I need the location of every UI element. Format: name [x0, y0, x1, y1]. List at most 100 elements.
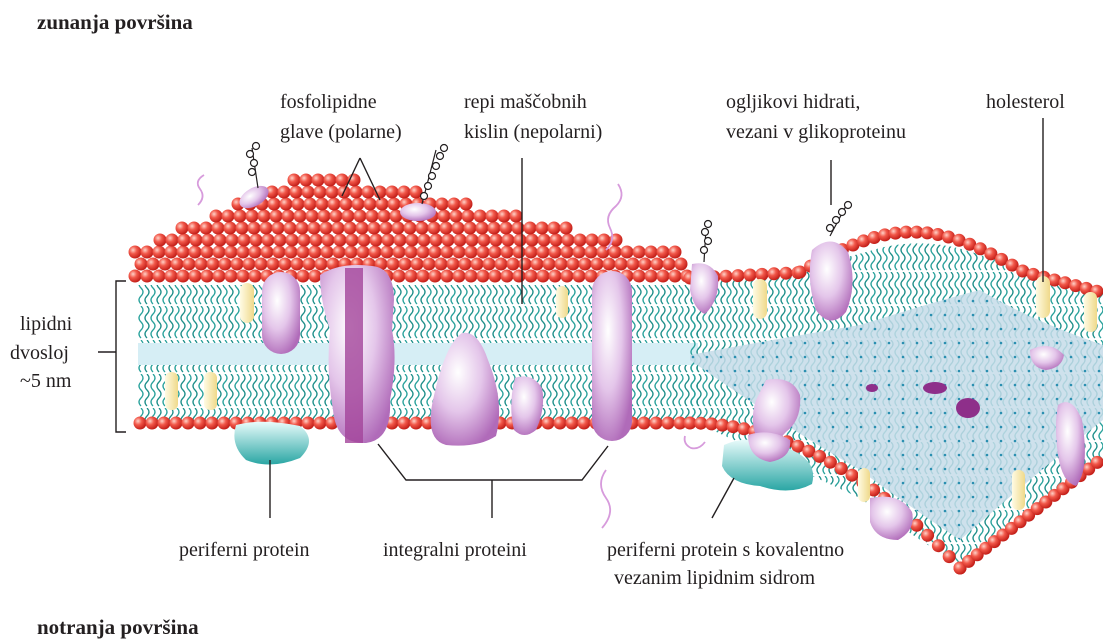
phospholipid-head: [483, 258, 496, 271]
phospholipid-head: [423, 258, 436, 271]
phospholipid-head: [650, 417, 663, 430]
phospholipid-head: [498, 210, 511, 223]
phospholipid-head: [218, 417, 231, 430]
phospholipid-head: [450, 210, 463, 223]
phospholipid-head: [170, 417, 183, 430]
phospholipid-head: [531, 258, 544, 271]
phospholipid-head: [405, 246, 418, 259]
phospholipid-head: [471, 258, 484, 271]
phospholipid-head: [303, 258, 316, 271]
phospholipid-head: [350, 186, 363, 199]
phospholipid-head: [460, 198, 473, 211]
phospholipid-head: [237, 246, 250, 259]
phospholipid-head: [598, 234, 611, 247]
phospholipid-head: [308, 222, 321, 235]
phospholipid-head: [258, 210, 271, 223]
leader-integral-bracket: [378, 444, 608, 480]
phospholipid-head: [453, 270, 466, 283]
phospholipid-head: [294, 210, 307, 223]
phospholipid-head: [284, 222, 297, 235]
phospholipid-head: [566, 417, 579, 430]
label-carbohydrate-line2: vezani v glikoproteinu: [726, 121, 906, 143]
phospholipid-head: [398, 417, 411, 430]
label-tails-line2: kislin (nepolarni): [464, 121, 602, 143]
phospholipid-head: [442, 234, 455, 247]
phospholipid-head: [342, 210, 355, 223]
phospholipid-head: [250, 234, 263, 247]
inner-surface-title: notranja površina: [37, 615, 199, 639]
phospholipid-head: [316, 198, 329, 211]
phospholipid-head: [296, 222, 309, 235]
phospholipid-head: [562, 234, 575, 247]
phospholipid-head: [320, 222, 333, 235]
phospholipid-head: [165, 246, 178, 259]
phospholipid-head: [429, 270, 442, 283]
phospholipid-head: [543, 258, 556, 271]
phospholipid-head: [486, 210, 499, 223]
phospholipid-head: [525, 270, 538, 283]
phospholipid-head: [466, 234, 479, 247]
phospholipid-head: [465, 246, 478, 259]
phospholipid-head: [336, 174, 349, 187]
phospholipid-head: [260, 222, 273, 235]
phospholipid-head: [651, 258, 664, 271]
phospholipid-head: [194, 417, 207, 430]
cholesterol: [1084, 292, 1097, 332]
phospholipid-head: [386, 186, 399, 199]
integral-protein-small: [262, 272, 300, 354]
label-tails-line1: repi maščobnih: [464, 91, 587, 113]
phospholipid-head: [591, 258, 604, 271]
phospholipid-head: [286, 234, 299, 247]
phospholipid-head: [328, 198, 341, 211]
phospholipid-head: [309, 270, 322, 283]
bilayer-bracket: [98, 281, 126, 432]
phospholipid-head: [249, 246, 262, 259]
phospholipid-head: [134, 417, 147, 430]
phospholipid-head: [436, 198, 449, 211]
phospholipid-head: [314, 186, 327, 199]
phospholipid-head: [165, 270, 178, 283]
phospholipid-head: [356, 222, 369, 235]
phospholipid-head: [932, 539, 945, 552]
phospholipid-head: [380, 222, 393, 235]
cholesterol: [556, 286, 568, 318]
phospholipid-head: [525, 246, 538, 259]
phospholipid-head: [392, 222, 405, 235]
phospholipid-head: [429, 246, 442, 259]
phospholipid-head: [129, 270, 142, 283]
phospholipid-head: [177, 270, 190, 283]
phospholipid-head: [213, 246, 226, 259]
phospholipid-head: [302, 186, 315, 199]
phospholipid-head: [501, 246, 514, 259]
phospholipid-head: [387, 258, 400, 271]
phospholipid-head: [645, 246, 658, 259]
organelle-blob: [866, 384, 878, 392]
sugar-chain: [421, 145, 448, 205]
phospholipid-head: [447, 258, 460, 271]
phospholipid-head: [270, 210, 283, 223]
phospholipid-head: [406, 234, 419, 247]
phospholipid-head: [297, 270, 310, 283]
phospholipid-head: [502, 234, 515, 247]
phospholipid-head: [362, 186, 375, 199]
phospholipid-head: [555, 258, 568, 271]
phospholipid-head: [141, 246, 154, 259]
phospholipid-head: [213, 270, 226, 283]
phospholipid-head: [357, 246, 370, 259]
phospholipid-head: [153, 270, 166, 283]
phospholipid-head: [633, 246, 646, 259]
phospholipid-head: [195, 258, 208, 271]
phospholipid-head: [212, 222, 225, 235]
phospholipid-head: [663, 258, 676, 271]
cholesterol: [165, 372, 178, 410]
label-bilayer-line2: dvosloj: [10, 342, 69, 364]
phospholipid-head: [268, 198, 281, 211]
spanning-protein: [592, 271, 632, 441]
phospholipid-head: [490, 234, 503, 247]
phospholipid-head: [538, 234, 551, 247]
phospholipid-head: [537, 270, 550, 283]
phospholipid-head: [585, 246, 598, 259]
phospholipid-head: [225, 246, 238, 259]
phospholipid-head: [190, 234, 203, 247]
phospholipid-head: [418, 234, 431, 247]
